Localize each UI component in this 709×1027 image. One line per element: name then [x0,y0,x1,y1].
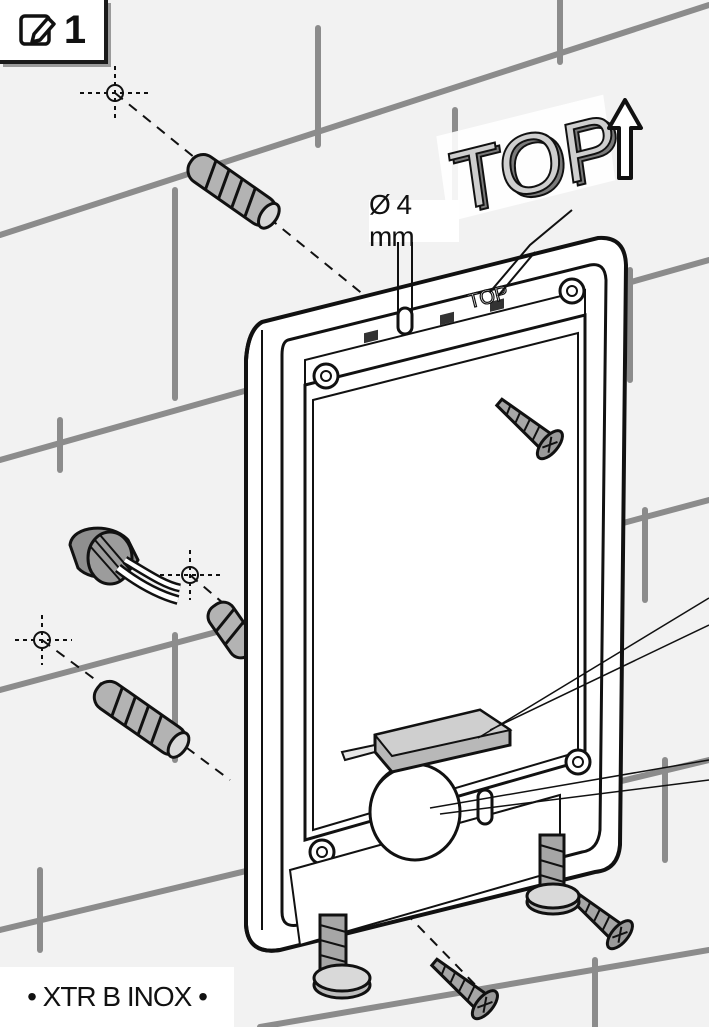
top-orientation-label: TOP TOP [436,94,629,234]
screw-bottom-center [429,957,499,1021]
cable-gland [68,526,182,605]
edit-icon [19,14,56,46]
model-label: • XTR B INOX • [0,967,234,1027]
hinge-pin-left [312,913,372,1000]
mounting-frame: TOP [244,209,709,953]
hole-diameter-label: Ø 4 mm [369,189,459,252]
step-badge: 1 [0,0,108,64]
wall-dowel-bottom [92,679,191,759]
hinge-pin-right [525,833,581,916]
wall-dowel-top [186,153,281,230]
step-number: 1 [63,8,87,52]
top-text: TOP [444,95,623,230]
screw-top [494,397,564,461]
up-arrow-icon [607,98,643,180]
